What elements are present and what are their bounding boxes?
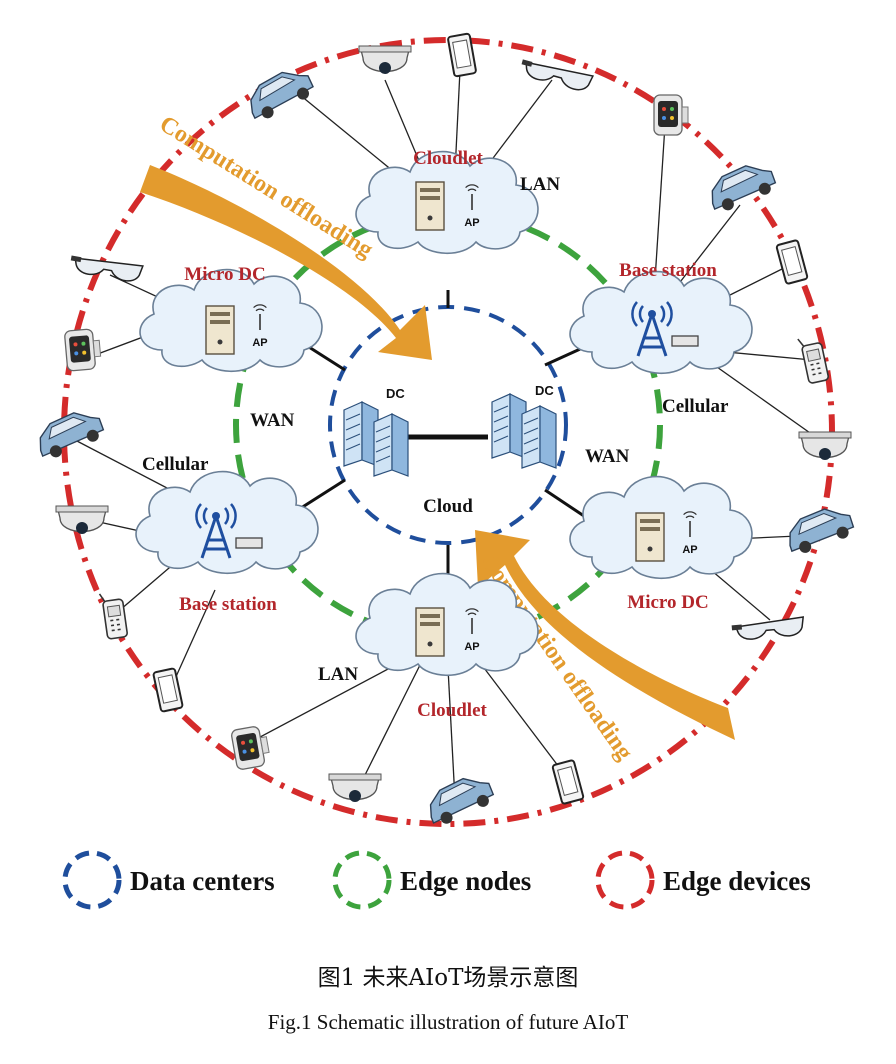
cloud-label: Cloud	[423, 496, 473, 517]
camera-icon	[55, 505, 109, 535]
camera-icon	[328, 773, 382, 803]
backbone-links	[289, 290, 606, 600]
dc-right-icon	[491, 393, 557, 469]
micro-dc-right-ap: AP	[682, 544, 697, 556]
car-icon	[781, 501, 858, 558]
micro-dc-left-label: Micro DC	[184, 264, 265, 285]
watch-icon	[653, 94, 689, 136]
cellular-left-label: Cellular	[142, 454, 209, 475]
cloudlet-top-label: Cloudlet	[413, 148, 483, 169]
base-station-right-label: Base station	[619, 260, 717, 281]
tablet-icon	[152, 667, 184, 713]
car-icon	[31, 404, 108, 463]
car-icon	[241, 62, 318, 125]
micro-dc-right-node: AP	[569, 475, 753, 580]
offload-arrow-bottom	[475, 530, 735, 740]
cloudlet-top-node: AP	[355, 150, 539, 255]
glasses-icon	[68, 252, 144, 285]
watch-icon	[230, 724, 272, 771]
micro-dc-left-ap: AP	[252, 337, 267, 349]
legend: Data centers Edge nodes Edge devices	[62, 850, 811, 910]
glasses-icon	[518, 56, 594, 94]
legend-item-edge-devices: Edge devices	[595, 850, 811, 910]
lan-bottom-label: LAN	[318, 664, 358, 685]
dc-left-label: DC	[386, 386, 405, 401]
base-station-right-node	[569, 270, 753, 375]
micro-dc-left-node: AP	[139, 268, 323, 373]
figure-caption-en: Fig.1 Schematic illustration of future A…	[267, 1010, 629, 1034]
lan-top-label: LAN	[520, 174, 560, 195]
glasses-icon	[730, 616, 806, 642]
svg-text:Data centers: Data centers	[130, 866, 275, 896]
base-station-left-label: Base station	[179, 594, 277, 615]
cloudlet-bottom-label: Cloudlet	[417, 700, 487, 721]
watch-icon	[63, 327, 103, 372]
cloudlet-top-ap: AP	[464, 217, 479, 229]
camera-icon	[798, 431, 852, 461]
car-icon	[421, 769, 498, 830]
car-icon	[703, 157, 780, 216]
svg-text:Edge nodes: Edge nodes	[400, 866, 531, 896]
wan-right-label: WAN	[585, 446, 630, 467]
cloudlet-bottom-ap: AP	[464, 641, 479, 653]
legend-item-edge-nodes: Edge nodes	[332, 850, 531, 910]
dc-right-label: DC	[535, 383, 554, 398]
dc-left-icon	[343, 401, 409, 477]
legend-item-data-centers: Data centers	[62, 850, 275, 910]
phone-icon	[98, 590, 129, 641]
svg-text:Edge devices: Edge devices	[663, 866, 811, 896]
micro-dc-right-label: Micro DC	[627, 592, 708, 613]
cellular-right-label: Cellular	[662, 396, 729, 417]
tablet-icon	[775, 238, 809, 286]
camera-icon	[358, 45, 412, 75]
wan-left-label: WAN	[250, 410, 295, 431]
tablet-icon	[551, 758, 585, 806]
figure-caption-cn: 图1 未来AIoT场景示意图	[317, 965, 579, 991]
cloudlet-bottom-node: AP	[355, 572, 539, 677]
offload-arrow-top	[140, 165, 432, 360]
